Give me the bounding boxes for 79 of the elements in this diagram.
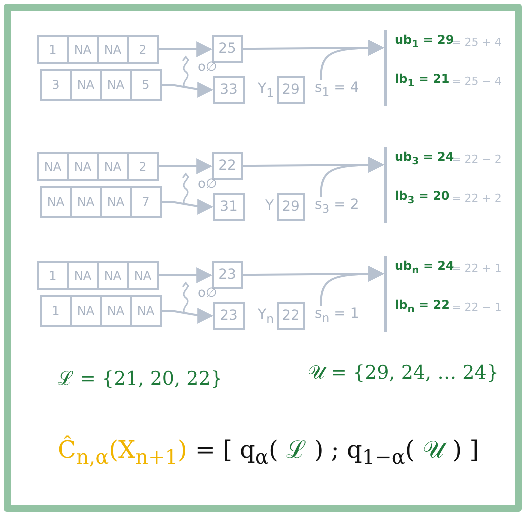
table-cell-text: 2 xyxy=(138,42,148,58)
table-cell: NA xyxy=(69,154,99,179)
table-cell: NA xyxy=(39,154,69,179)
value-box: 23 xyxy=(213,302,245,330)
bound-formula: = 22 − 1 xyxy=(452,301,502,314)
set-formula: ℒ = {21, 20, 22} xyxy=(58,367,223,391)
annotation-text: o∅ xyxy=(198,286,218,301)
bound-formula: = 25 + 4 xyxy=(452,36,502,49)
data-row xyxy=(37,261,159,290)
table-cell: 1 xyxy=(39,37,69,62)
table-cell: NA xyxy=(102,71,132,99)
variable-label: Y$_{1}$ xyxy=(258,81,274,100)
divider-line xyxy=(384,30,387,106)
formula-text: ℒ xyxy=(286,435,306,465)
bound-formula: lb$_{3}$ = 20 xyxy=(395,189,450,206)
bound-formula: lb$_{n}$ = 22 xyxy=(395,298,450,316)
table-cell: NA xyxy=(99,263,129,288)
score-label: s$_{3}$ = 2 xyxy=(315,197,357,217)
value-box: 29 xyxy=(277,76,305,104)
arrow xyxy=(320,157,385,198)
table-cell: NA xyxy=(99,37,129,62)
table-cell: NA xyxy=(102,188,132,216)
bound-formula: lb$_{1}$ = 21 xyxy=(395,72,450,90)
annotation-text: o∅ xyxy=(198,60,218,75)
bound-formula: ub$_{n}$ = 24 xyxy=(395,259,454,276)
table-cell-text: 5 xyxy=(141,77,151,94)
bound-formula: = 22 + 2 xyxy=(452,192,502,205)
data-row xyxy=(37,152,159,181)
table-cell: 1 xyxy=(39,263,69,288)
arrow xyxy=(320,266,385,306)
table-cell: NA xyxy=(72,188,102,216)
data-row xyxy=(40,295,162,327)
score-label: s$_{1}$ = 4 xyxy=(315,80,357,100)
table-cell: NA xyxy=(69,37,99,62)
value-box: 31 xyxy=(213,193,245,221)
table-cell: 3 xyxy=(42,71,72,99)
value-box: 23 xyxy=(212,261,243,289)
formula-text: = [ q$_{α}$( xyxy=(195,436,278,469)
value-box: 22 xyxy=(277,302,305,330)
value-box: 22 xyxy=(212,152,243,180)
formula-text: ) ; q$_{1−α}$( xyxy=(314,436,415,469)
table-cell-text: 7 xyxy=(141,194,151,211)
formula-text: 𝒰 xyxy=(422,436,445,464)
arrow xyxy=(159,268,213,284)
table-cell: NA xyxy=(69,263,99,288)
arrow xyxy=(162,199,214,215)
bound-formula: ub$_{1}$ = 29 xyxy=(395,33,454,50)
score-label: s$_{n}$ = 1 xyxy=(315,306,357,326)
table-cell-text: NA xyxy=(136,303,156,320)
table-cell-text: NA xyxy=(133,268,153,284)
formula-text: Ĉ$_{n,α}$(X$_{n+1}$) xyxy=(58,436,188,469)
data-row xyxy=(40,69,162,101)
value-box: 25 xyxy=(212,35,243,63)
value-box: 29 xyxy=(277,193,305,221)
bound-formula: = 25 − 4 xyxy=(452,75,502,88)
value-box: 33 xyxy=(213,76,245,104)
bound-formula: = 22 − 2 xyxy=(452,153,502,166)
arrow xyxy=(162,82,214,98)
formula-text: ) ] xyxy=(452,436,480,464)
table-cell: NA xyxy=(42,188,72,216)
data-row xyxy=(40,186,162,218)
variable-label: Y$_{n}$ xyxy=(258,307,274,326)
table-cell: NA xyxy=(72,297,102,325)
bound-formula: ub$_{3}$ = 24 xyxy=(395,150,454,168)
table-cell: 1 xyxy=(42,297,72,325)
table-cell: NA xyxy=(72,71,102,99)
table-cell: NA xyxy=(99,154,129,179)
table-cell-text: 2 xyxy=(138,158,148,176)
data-row xyxy=(37,35,159,64)
annotation-text: o∅ xyxy=(198,177,218,192)
divider-line xyxy=(384,147,387,223)
arrow xyxy=(320,40,385,80)
table-cell: NA xyxy=(102,297,132,325)
arrow xyxy=(159,158,213,174)
arrow xyxy=(162,308,214,324)
arrow xyxy=(159,42,213,58)
set-formula: 𝒰 = {29, 24, … 24} xyxy=(308,362,499,384)
divider-line xyxy=(384,256,387,332)
variable-label: Y xyxy=(265,198,274,214)
